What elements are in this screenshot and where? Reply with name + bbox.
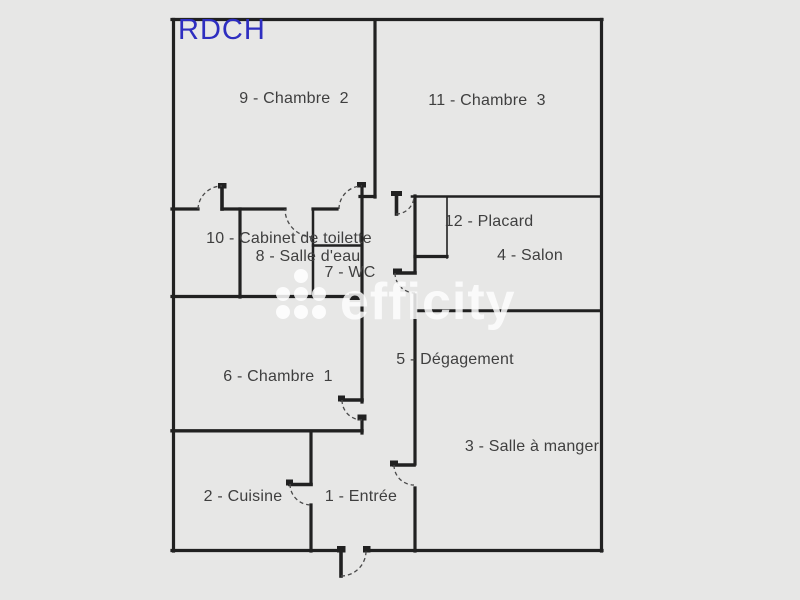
room-label-wc: 7 - WC <box>324 264 376 281</box>
room-label-entree: 1 - Entrée <box>324 488 398 505</box>
page-title: RDCH <box>178 14 266 46</box>
room-label-cuisine: 2 - Cuisine <box>203 488 283 505</box>
door-arcs <box>197 185 416 577</box>
room-label-salle-eau: 8 - Salle d'eau <box>255 248 361 265</box>
walls <box>170 17 604 553</box>
room-label-chambre-1: 6 - Chambre 1 <box>223 368 333 385</box>
door-jambs <box>218 182 402 553</box>
room-label-chambre-2: 9 - Chambre 2 <box>239 90 349 107</box>
room-label-placard: 12 - Placard <box>444 213 534 230</box>
room-label-salle-a-manger: 3 - Salle à manger <box>464 438 600 455</box>
room-label-salon: 4 - Salon <box>497 247 563 264</box>
room-label-degagement: 5 - Dégagement <box>396 351 514 368</box>
room-label-chambre-3: 11 - Chambre 3 <box>428 92 546 109</box>
room-label-cabinet-toilette: 10 - Cabinet de toilette <box>206 230 372 247</box>
